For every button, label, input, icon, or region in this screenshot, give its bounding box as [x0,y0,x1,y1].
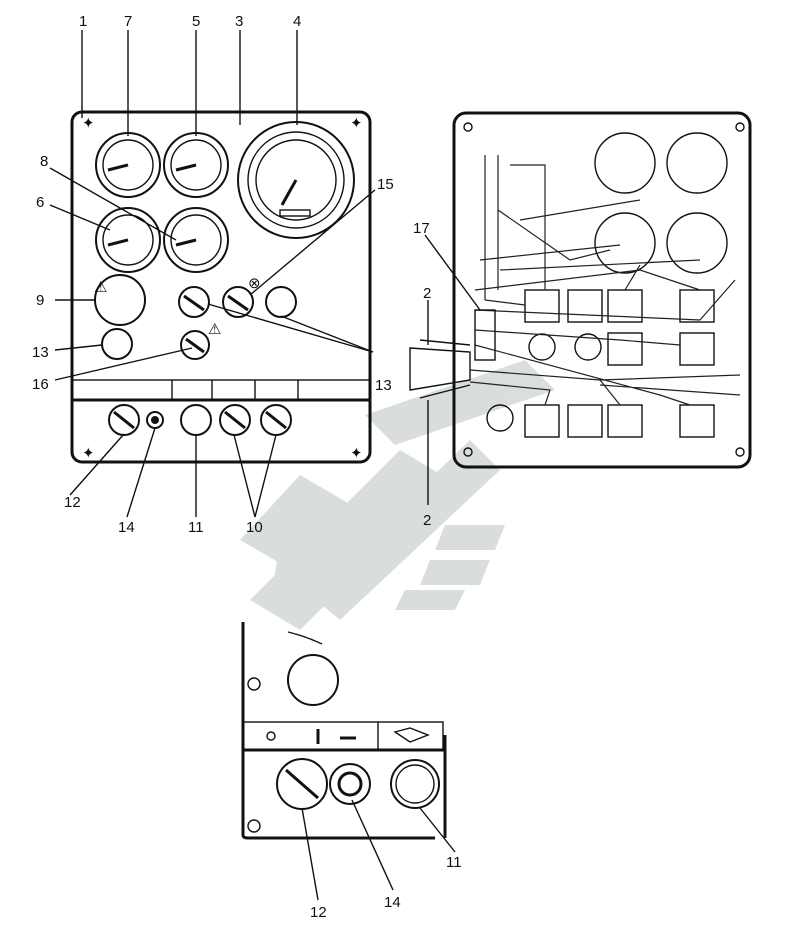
callout-13-left: 13 [32,344,49,361]
lamp-icon: ⊗ [248,275,261,292]
detail-lamp [287,654,339,706]
gauge-5 [163,132,229,198]
callout-7: 7 [124,13,132,30]
cable-bundle [409,347,471,391]
bottom-controls [108,404,292,436]
switch-body [524,404,560,438]
switch-body [524,289,560,323]
switch-body [679,289,715,323]
callout-8: 8 [40,153,48,170]
switch-body [679,404,715,438]
leader-lines-left [49,30,376,518]
corner-screw: ✦ [350,445,363,462]
lamp-13-left [101,328,133,360]
callout-12: 12 [64,494,81,511]
gauge-6 [95,207,161,273]
callout-6: 6 [36,194,44,211]
callout-11-detail: 11 [446,854,462,871]
callout-1: 1 [79,13,87,30]
detail-button-11[interactable] [390,759,440,809]
switch-body [567,289,603,323]
gauge-7 [95,132,161,198]
warning-triangle-icon: ⚠ [208,321,221,338]
switch-body [567,404,603,438]
callout-2-bottom: 2 [423,512,431,529]
callout-16: 16 [32,376,49,393]
harness-17 [474,309,496,361]
switch-body [607,404,643,438]
button-11[interactable] [180,404,212,436]
callout-11: 11 [188,519,204,536]
gauge-8 [163,207,229,273]
switch-body [607,332,643,366]
callout-14: 14 [118,519,135,536]
panel-outline [70,110,372,464]
watermark-logo [240,360,555,630]
callout-4: 4 [293,13,301,30]
corner-screw: ✦ [82,115,95,132]
switch-body [679,332,715,366]
rear-gauge [594,212,656,274]
front-panel: ✦ ✦ ✦ ✦ [70,110,372,464]
callout-10: 10 [246,519,263,536]
corner-screw: ✦ [350,115,363,132]
tachometer-4 [237,121,355,239]
callout-2-top: 2 [423,285,431,302]
callout-labels: 1 7 5 3 4 8 6 15 9 13 16 13 12 14 11 10 … [32,13,462,921]
detail-label-strip [242,721,444,751]
rear-gauge [594,132,656,194]
callout-15: 15 [377,176,394,193]
rear-gauge [666,212,728,274]
warning-triangle-icon: ⚠ [94,279,107,296]
callout-14-detail: 14 [384,894,401,911]
rear-panel-outline [452,111,752,469]
callout-3: 3 [235,13,243,30]
callout-5: 5 [192,13,200,30]
callout-12-detail: 12 [310,904,327,921]
callout-13-right: 13 [375,377,392,394]
callout-9: 9 [36,292,44,309]
label-strip [71,379,371,401]
corner-screw: ✦ [82,445,95,462]
rear-panel [409,111,752,469]
rear-gauge [666,132,728,194]
detail-view [241,622,456,901]
lamp-13 [265,286,297,318]
callout-17: 17 [413,220,430,237]
horn-icon [393,727,430,743]
leader-lines-right [424,234,481,505]
